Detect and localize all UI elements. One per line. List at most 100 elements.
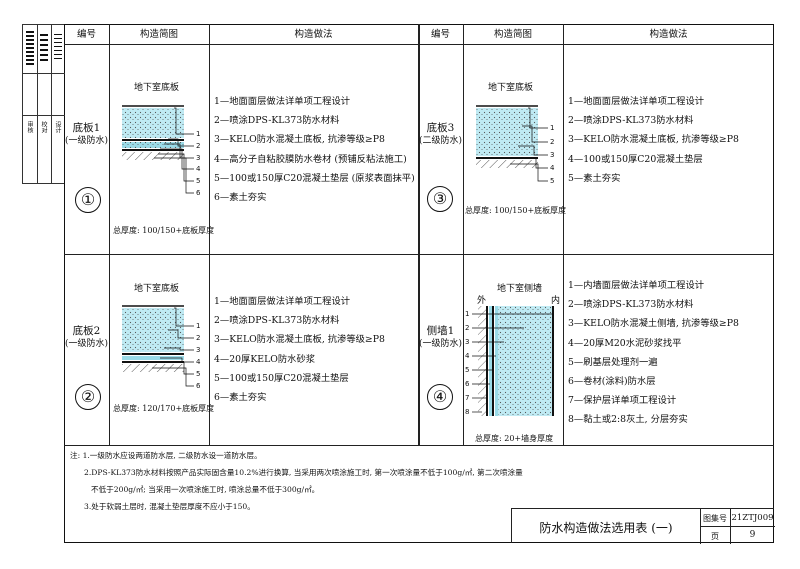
svg-text:4: 4 xyxy=(196,165,201,173)
waterproof-level: (一级防水) xyxy=(64,135,109,146)
drawing-title: 防水构造做法选用表 (一) xyxy=(539,521,673,535)
step: 4—20厚M20水泥砂浆找平 xyxy=(568,337,682,349)
svg-text:4: 4 xyxy=(550,164,555,172)
note-3: 3.处于软弱土层时, 混凝土垫层厚度不应小于150。 xyxy=(84,502,255,511)
header-method-1: 构造做法 xyxy=(294,29,333,40)
note-2-cont: 不低于200g/㎡; 当采用一次喷涂施工时, 喷涂总量不低于300g/㎡。 xyxy=(91,485,320,494)
floor-slab-diagram: 1 2 3 4 5 xyxy=(476,105,555,185)
construction-steps: 1—地面面层做法详单项工程设计 2—喷涂DPS-KL373防水材料 3—KELO… xyxy=(214,292,385,407)
detail-number: ④ xyxy=(427,384,453,410)
step: 1—地面面层做法详单项工程设计 xyxy=(214,96,351,107)
diagram-title: 地下室侧墙 xyxy=(497,284,543,294)
detail-number: ① xyxy=(75,187,101,213)
code-label: 底板2 xyxy=(72,325,101,337)
step: 5—100或150厚C20混凝土垫层 xyxy=(214,372,349,384)
step: 8—黏土或2:8灰土, 分层夯实 xyxy=(568,414,688,426)
diagram-title: 地下室底板 xyxy=(488,83,534,93)
signature-strip: 审核 校对 设计 xyxy=(22,24,65,184)
inside-label: 内 xyxy=(551,296,561,306)
code-label: 侧墙1 xyxy=(426,325,455,337)
construction-steps: 1—内墙面层做法详单项工程设计 2—喷涂DPS-KL373防水材料 3—KELO… xyxy=(568,276,739,430)
step: 5—100或150厚C20混凝土垫层 (原浆表面抹平) xyxy=(214,172,415,184)
svg-text:5: 5 xyxy=(196,370,200,378)
step: 7—保护层详单项工程设计 xyxy=(568,395,677,407)
svg-text:3: 3 xyxy=(196,346,200,354)
svg-text:6: 6 xyxy=(465,380,470,388)
svg-text:7: 7 xyxy=(465,394,469,402)
svg-text:4: 4 xyxy=(196,358,201,366)
step: 5—素土夯实 xyxy=(568,172,621,184)
header-diagram-2: 构造简图 xyxy=(493,29,532,40)
svg-text:6: 6 xyxy=(196,189,201,197)
page-number: 9 xyxy=(749,530,756,540)
step: 3—KELO防水混凝土底板, 抗渗等级≥P8 xyxy=(568,134,739,146)
atlas-label: 图集号 xyxy=(703,514,727,523)
floor-slab-diagram: 1 2 3 4 5 6 xyxy=(122,305,201,390)
step: 6—素土夯实 xyxy=(214,392,267,404)
step: 1—地面面层做法详单项工程设计 xyxy=(214,296,351,307)
detail-number: ② xyxy=(75,384,101,410)
step: 3—KELO防水混凝土底板, 抗渗等级≥P8 xyxy=(214,334,385,346)
side-label-check: 校对 xyxy=(40,121,47,133)
step: 2—喷涂DPS-KL373防水材料 xyxy=(568,299,694,311)
svg-text:1: 1 xyxy=(196,322,200,330)
header-code-2: 编号 xyxy=(430,29,450,40)
page-label: 页 xyxy=(711,532,719,541)
title-block: 防水构造做法选用表 (一) 图集号 21ZTJ009 页 9 xyxy=(511,508,775,544)
svg-text:2: 2 xyxy=(196,334,200,342)
step: 4—20厚KELO防水砂浆 xyxy=(214,353,316,365)
step: 6—卷材(涂料)防水层 xyxy=(568,376,656,388)
construction-steps: 1—地面面层做法详单项工程设计 2—喷涂DPS-KL373防水材料 3—KELO… xyxy=(568,92,739,188)
floor-slab-diagram: 123 456 xyxy=(122,105,201,197)
svg-text:8: 8 xyxy=(465,408,469,416)
step: 1—地面面层做法详单项工程设计 xyxy=(568,96,705,107)
code-label: 底板3 xyxy=(426,122,455,134)
step: 3—KELO防水混凝土侧墙, 抗渗等级≥P8 xyxy=(568,318,739,330)
code-label: 底板1 xyxy=(72,122,101,134)
svg-text:3: 3 xyxy=(465,338,469,346)
step: 6—素土夯实 xyxy=(214,192,267,204)
waterproof-level: (一级防水) xyxy=(64,338,109,349)
side-wall-diagram: 123 456 78 xyxy=(465,306,554,416)
cell-code: 底板3 (二级防水) xyxy=(418,122,463,147)
waterproof-level: (二级防水) xyxy=(418,135,463,146)
diagram-title: 地下室底板 xyxy=(134,284,180,294)
total-thickness: 总厚度: 120/170+底板厚度 xyxy=(113,404,215,413)
header-method-2: 构造做法 xyxy=(649,29,688,40)
step: 3—KELO防水混凝土底板, 抗渗等级≥P8 xyxy=(214,134,385,146)
step: 2—喷涂DPS-KL373防水材料 xyxy=(568,115,694,127)
header-diagram-1: 构造简图 xyxy=(139,29,178,40)
svg-text:3: 3 xyxy=(550,151,554,159)
step: 2—喷涂DPS-KL373防水材料 xyxy=(214,115,340,127)
svg-text:5: 5 xyxy=(465,366,469,374)
step: 4—高分子自粘胶膜防水卷材 (预铺反粘法施工) xyxy=(214,153,407,165)
total-thickness: 总厚度: 100/150+底板厚度 xyxy=(113,226,215,235)
total-thickness: 总厚度: 100/150+底板厚度 xyxy=(465,206,567,215)
side-label-review: 审核 xyxy=(26,121,33,133)
step: 5—刷基层处理剂一遍 xyxy=(568,356,658,368)
svg-text:2: 2 xyxy=(465,324,469,332)
svg-text:6: 6 xyxy=(196,382,201,390)
cell-code: 底板2 (一级防水) xyxy=(64,325,109,350)
note-1: 注: 1.一级防水应设两道防水层, 二级防水设一道防水层。 xyxy=(70,451,262,460)
step: 2—喷涂DPS-KL373防水材料 xyxy=(214,315,340,327)
outside-label: 外 xyxy=(477,296,487,306)
svg-text:1: 1 xyxy=(550,124,554,132)
waterproof-level: (一级防水) xyxy=(418,338,463,349)
diagram-title: 地下室底板 xyxy=(134,83,180,93)
construction-steps: 1—地面面层做法详单项工程设计 2—喷涂DPS-KL373防水材料 3—KELO… xyxy=(214,92,415,207)
step: 4—100或150厚C20混凝土垫层 xyxy=(568,153,703,165)
svg-text:4: 4 xyxy=(465,352,470,360)
total-thickness: 总厚度: 20+墙身厚度 xyxy=(475,434,554,443)
side-label-design: 设计 xyxy=(54,121,61,133)
note-2: 2.DPS-KL373防水材料按照产品实际固含量10.2%进行换算, 当采用两次… xyxy=(84,468,523,477)
step: 1—内墙面层做法详单项工程设计 xyxy=(568,280,705,291)
svg-text:2: 2 xyxy=(550,138,554,146)
atlas-number: 21ZTJ009 xyxy=(731,513,774,523)
detail-number: ③ xyxy=(427,186,453,212)
cell-code: 侧墙1 (一级防水) xyxy=(418,325,463,350)
svg-text:2: 2 xyxy=(196,142,200,150)
svg-text:5: 5 xyxy=(196,177,200,185)
header-code-1: 编号 xyxy=(76,29,96,40)
svg-text:5: 5 xyxy=(550,177,554,185)
